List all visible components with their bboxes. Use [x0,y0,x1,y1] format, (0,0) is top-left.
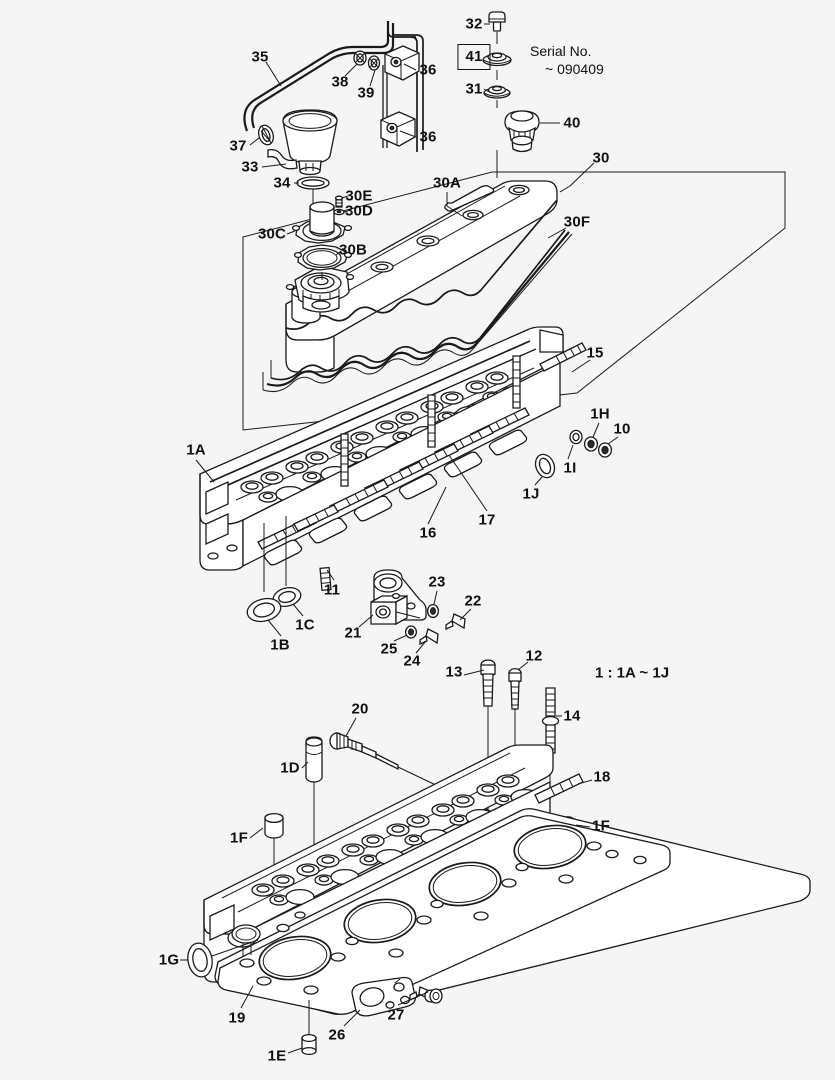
callout-30E[interactable]: 30E [345,187,373,205]
callout-30F[interactable]: 30F [563,213,591,231]
part-19-head-gasket [214,808,811,1015]
part-10-washer [597,442,613,458]
callout-26[interactable]: 26 [328,1026,346,1044]
callout-1J[interactable]: 1J [522,485,540,503]
callout-20[interactable]: 20 [351,700,369,718]
breather-hose-group [243,21,424,190]
callout-10[interactable]: 10 [613,420,631,438]
breather-mount-base [285,265,355,313]
callout-31[interactable]: 31 [465,80,483,98]
callout-1H[interactable]: 1H [590,405,610,423]
part-37-clamp [258,124,274,146]
angled-studs [257,342,587,550]
leader-lines [180,23,619,1054]
callout-35[interactable]: 35 [251,48,269,66]
part-21-lifting-bracket [370,569,427,626]
callout-1G[interactable]: 1G [158,951,180,969]
oil-filler-stack [482,11,540,178]
callout-23[interactable]: 23 [428,573,446,591]
part-1C-plug [272,586,302,608]
part-36-bracket-lower [380,111,416,147]
part-11-dowel [319,566,332,592]
callout-39[interactable]: 39 [357,84,375,102]
intake-ports [263,429,528,566]
part-1A-cylinder-head-upper [199,326,564,571]
callout-27[interactable]: 27 [387,1006,405,1024]
gasket-bores [258,824,587,981]
callout-19[interactable]: 19 [228,1009,246,1027]
callout-22[interactable]: 22 [464,592,482,610]
part-30B-gasket [293,244,353,271]
callout-38[interactable]: 38 [331,73,349,91]
callout-15[interactable]: 15 [586,344,604,362]
part-18-stud [534,773,584,804]
callout-1F-left[interactable]: 1F [230,829,248,847]
group-30-boundary [242,171,786,431]
part-31-washer [483,85,511,99]
plugs-1B-1C [246,516,332,623]
part-38-washer [353,50,367,66]
part-39-washer [367,55,381,71]
serial-no-line1: Serial No. [530,43,592,59]
gasket-bolt-holes [239,841,647,995]
callout-1C[interactable]: 1C [295,616,315,634]
part-30E-screw [334,195,344,208]
part-1J-seal [534,453,556,479]
callout-30D[interactable]: 30D [344,202,374,220]
callout-17[interactable]: 17 [478,511,496,529]
callout-40[interactable]: 40 [563,114,581,132]
part-1H-washer [583,436,599,452]
part-30D-washer [333,208,345,216]
callout-12[interactable]: 12 [525,647,543,665]
callout-1A[interactable]: 1A [186,441,206,459]
part-1E-plug [301,1000,317,1056]
serial-no-line2: ~ 090409 [545,61,604,77]
callout-41[interactable]: 41 [457,44,491,70]
callout-25[interactable]: 25 [380,640,398,658]
callout-13[interactable]: 13 [445,663,463,681]
callout-30A[interactable]: 30A [432,174,462,192]
callout-30B[interactable]: 30B [338,241,368,259]
part-33-oil-separator [267,109,338,176]
callout-33[interactable]: 33 [241,158,259,176]
part-1D-plug [305,736,323,908]
callout-1F-right[interactable]: 1F [592,817,610,835]
part-1I-seal [569,429,583,445]
part-32-bolt [488,11,506,32]
part-40-filler-cap [504,110,540,153]
breather-parts-stack [291,189,353,280]
part-36-bracket-upper [384,45,420,81]
part-1G-seal [187,942,213,978]
callout-24[interactable]: 24 [403,652,421,670]
seals-1G-1E [187,924,317,1056]
callout-36-upper[interactable]: 36 [419,61,437,79]
part-34-o-ring [296,176,330,190]
callout-21[interactable]: 21 [344,624,362,642]
callout-14[interactable]: 14 [563,707,581,725]
fasteners-22-25 [404,603,466,645]
callout-30[interactable]: 30 [592,149,610,167]
callout-16[interactable]: 16 [419,524,437,542]
washers-1H-10-1I [534,429,613,479]
callout-32[interactable]: 32 [465,15,483,33]
callout-1B[interactable]: 1B [270,636,290,654]
callout-34[interactable]: 34 [273,174,291,192]
callout-36-lower[interactable]: 36 [419,128,437,146]
callout-1D[interactable]: 1D [280,759,300,777]
callout-11[interactable]: 11 [323,581,341,599]
callout-1E[interactable]: 1E [267,1047,287,1065]
callout-37[interactable]: 37 [229,137,247,155]
part-1B-plug [246,597,282,623]
part-26-plate [351,976,416,1017]
callout-1I[interactable]: 1I [563,459,577,477]
gasket-standpipe [231,924,261,957]
part-30C-breather-plate [291,201,353,244]
callout-30C[interactable]: 30C [257,225,287,243]
part-30A-rocker-cover [262,180,573,392]
legend-note: 1 : 1A ~ 1J [594,664,670,682]
head-left-end [205,480,238,560]
callout-18[interactable]: 18 [593,768,611,786]
studs-upper-head [257,342,587,550]
